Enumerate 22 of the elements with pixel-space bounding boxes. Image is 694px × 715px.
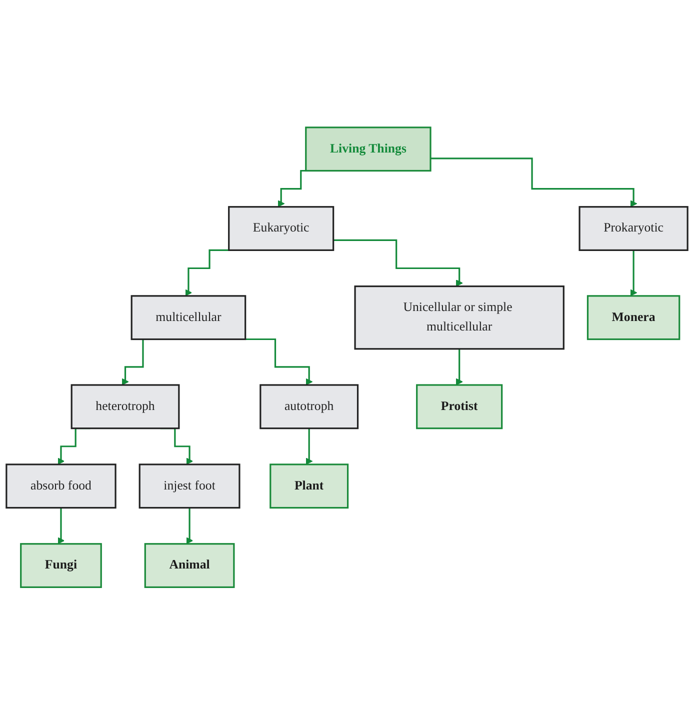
node-box: Monera <box>586 295 680 340</box>
node-box: multicellular <box>130 295 246 340</box>
node-box: Protist <box>416 384 503 430</box>
arrow <box>184 250 231 296</box>
node-box: Living Things <box>305 126 432 172</box>
node-box: Unicellular or simple multicellular <box>354 286 564 350</box>
arrow <box>306 428 313 465</box>
arrow <box>333 240 463 287</box>
arrow <box>630 250 638 296</box>
node-box: Plant <box>270 464 349 509</box>
node-box: autotroph <box>260 384 359 430</box>
node-box: Fungi <box>20 543 102 588</box>
node-box: injest foot <box>138 464 240 509</box>
node-box: heterotroph <box>70 384 180 430</box>
arrow <box>430 158 638 208</box>
arrow <box>57 507 64 544</box>
arrow <box>186 507 194 544</box>
node-box: absorb food <box>6 464 116 509</box>
node-box: Eukaryotic <box>228 206 334 252</box>
node-box: Prokaryotic <box>578 206 688 252</box>
node-box: Animal <box>144 543 235 588</box>
arrow <box>456 348 463 386</box>
